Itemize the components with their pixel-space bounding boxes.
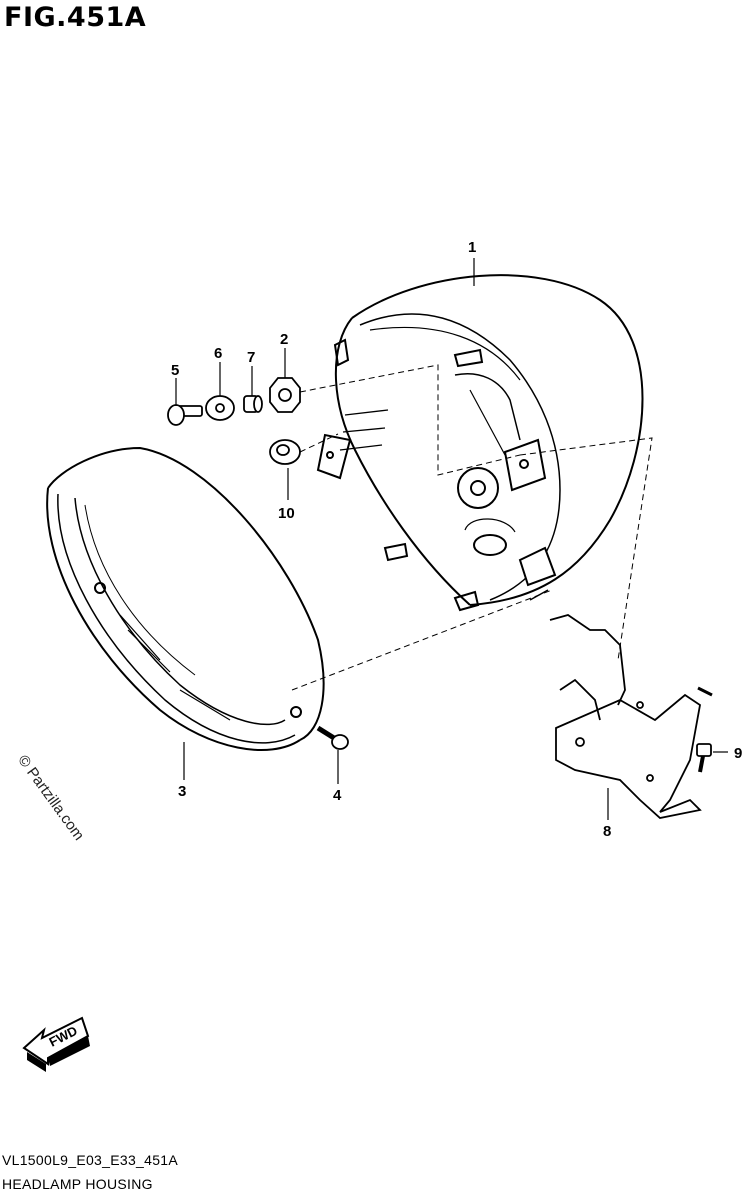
callout-8: 8 <box>603 823 611 840</box>
callout-2: 2 <box>280 331 288 348</box>
washer-part[interactable] <box>206 396 234 420</box>
diagram-name: HEADLAMP HOUSING <box>2 1176 153 1192</box>
callout-leader-lines <box>175 258 728 820</box>
callout-6: 6 <box>214 345 222 362</box>
callout-10: 10 <box>278 505 295 522</box>
figure-title: FIG.451A <box>4 2 147 33</box>
grommet-part[interactable] <box>270 440 300 464</box>
collar-part[interactable] <box>244 396 262 412</box>
callout-1: 1 <box>468 239 476 256</box>
headlamp-bracket-part[interactable] <box>550 615 712 818</box>
callout-4: 4 <box>333 787 342 804</box>
bolt-part-9[interactable] <box>697 744 711 772</box>
nut-part[interactable] <box>270 378 300 412</box>
callout-3: 3 <box>178 783 186 800</box>
callout-9: 9 <box>734 745 742 762</box>
screw-part-5[interactable] <box>168 405 202 425</box>
callout-7: 7 <box>247 349 255 366</box>
headlamp-rim-part[interactable] <box>47 448 323 750</box>
assembly-guide-lines <box>291 364 653 691</box>
headlamp-housing-part[interactable] <box>318 275 643 610</box>
diagram-code: VL1500L9_E03_E33_451A <box>2 1152 179 1168</box>
screw-part-4[interactable] <box>318 728 348 749</box>
callout-5: 5 <box>171 362 179 379</box>
fwd-direction-arrow-icon: FWD <box>22 1016 90 1072</box>
